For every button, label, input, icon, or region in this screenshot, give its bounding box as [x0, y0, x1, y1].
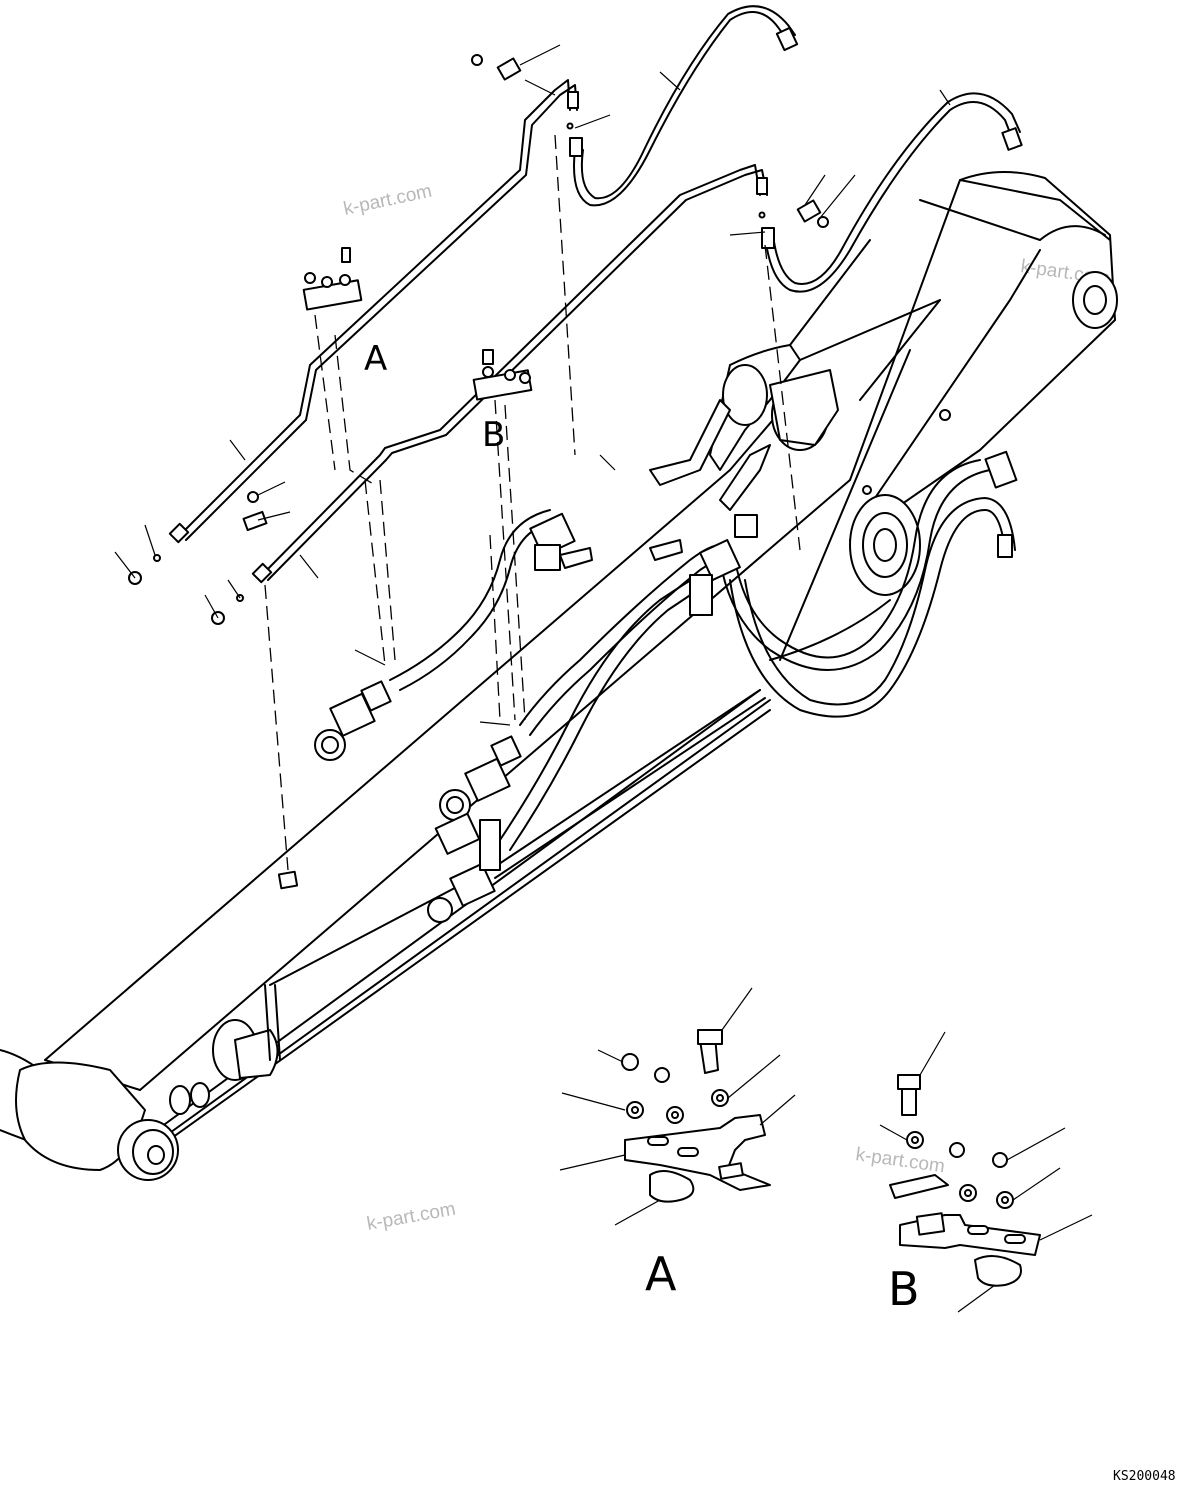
boom-body [44, 171, 1118, 1151]
hose-fittings [277, 512, 758, 923]
flex-hoses-top [569, 5, 1023, 293]
watermark-3: k-part.com [365, 1199, 457, 1235]
watermark-4: k-part.com [854, 1144, 946, 1177]
detail-a [559, 987, 796, 1226]
watermark-1: k-part.com [342, 181, 434, 220]
steel-pipes [128, 79, 768, 625]
detail-a-label: A [645, 1247, 677, 1301]
detail-b [879, 1031, 1093, 1313]
assembly-lines [264, 134, 801, 871]
boom-head-bracket [649, 239, 941, 511]
callout-a-label: A [364, 339, 387, 379]
pipe-clamps [242, 54, 829, 532]
leader-lines [114, 44, 951, 726]
drawing-code: KS200048 [1113, 1469, 1176, 1484]
callout-b-label: B [482, 415, 505, 455]
detail-b-label: B [888, 1262, 920, 1316]
large-hoses [719, 450, 1018, 718]
boom-foot-pin [0, 984, 281, 1181]
